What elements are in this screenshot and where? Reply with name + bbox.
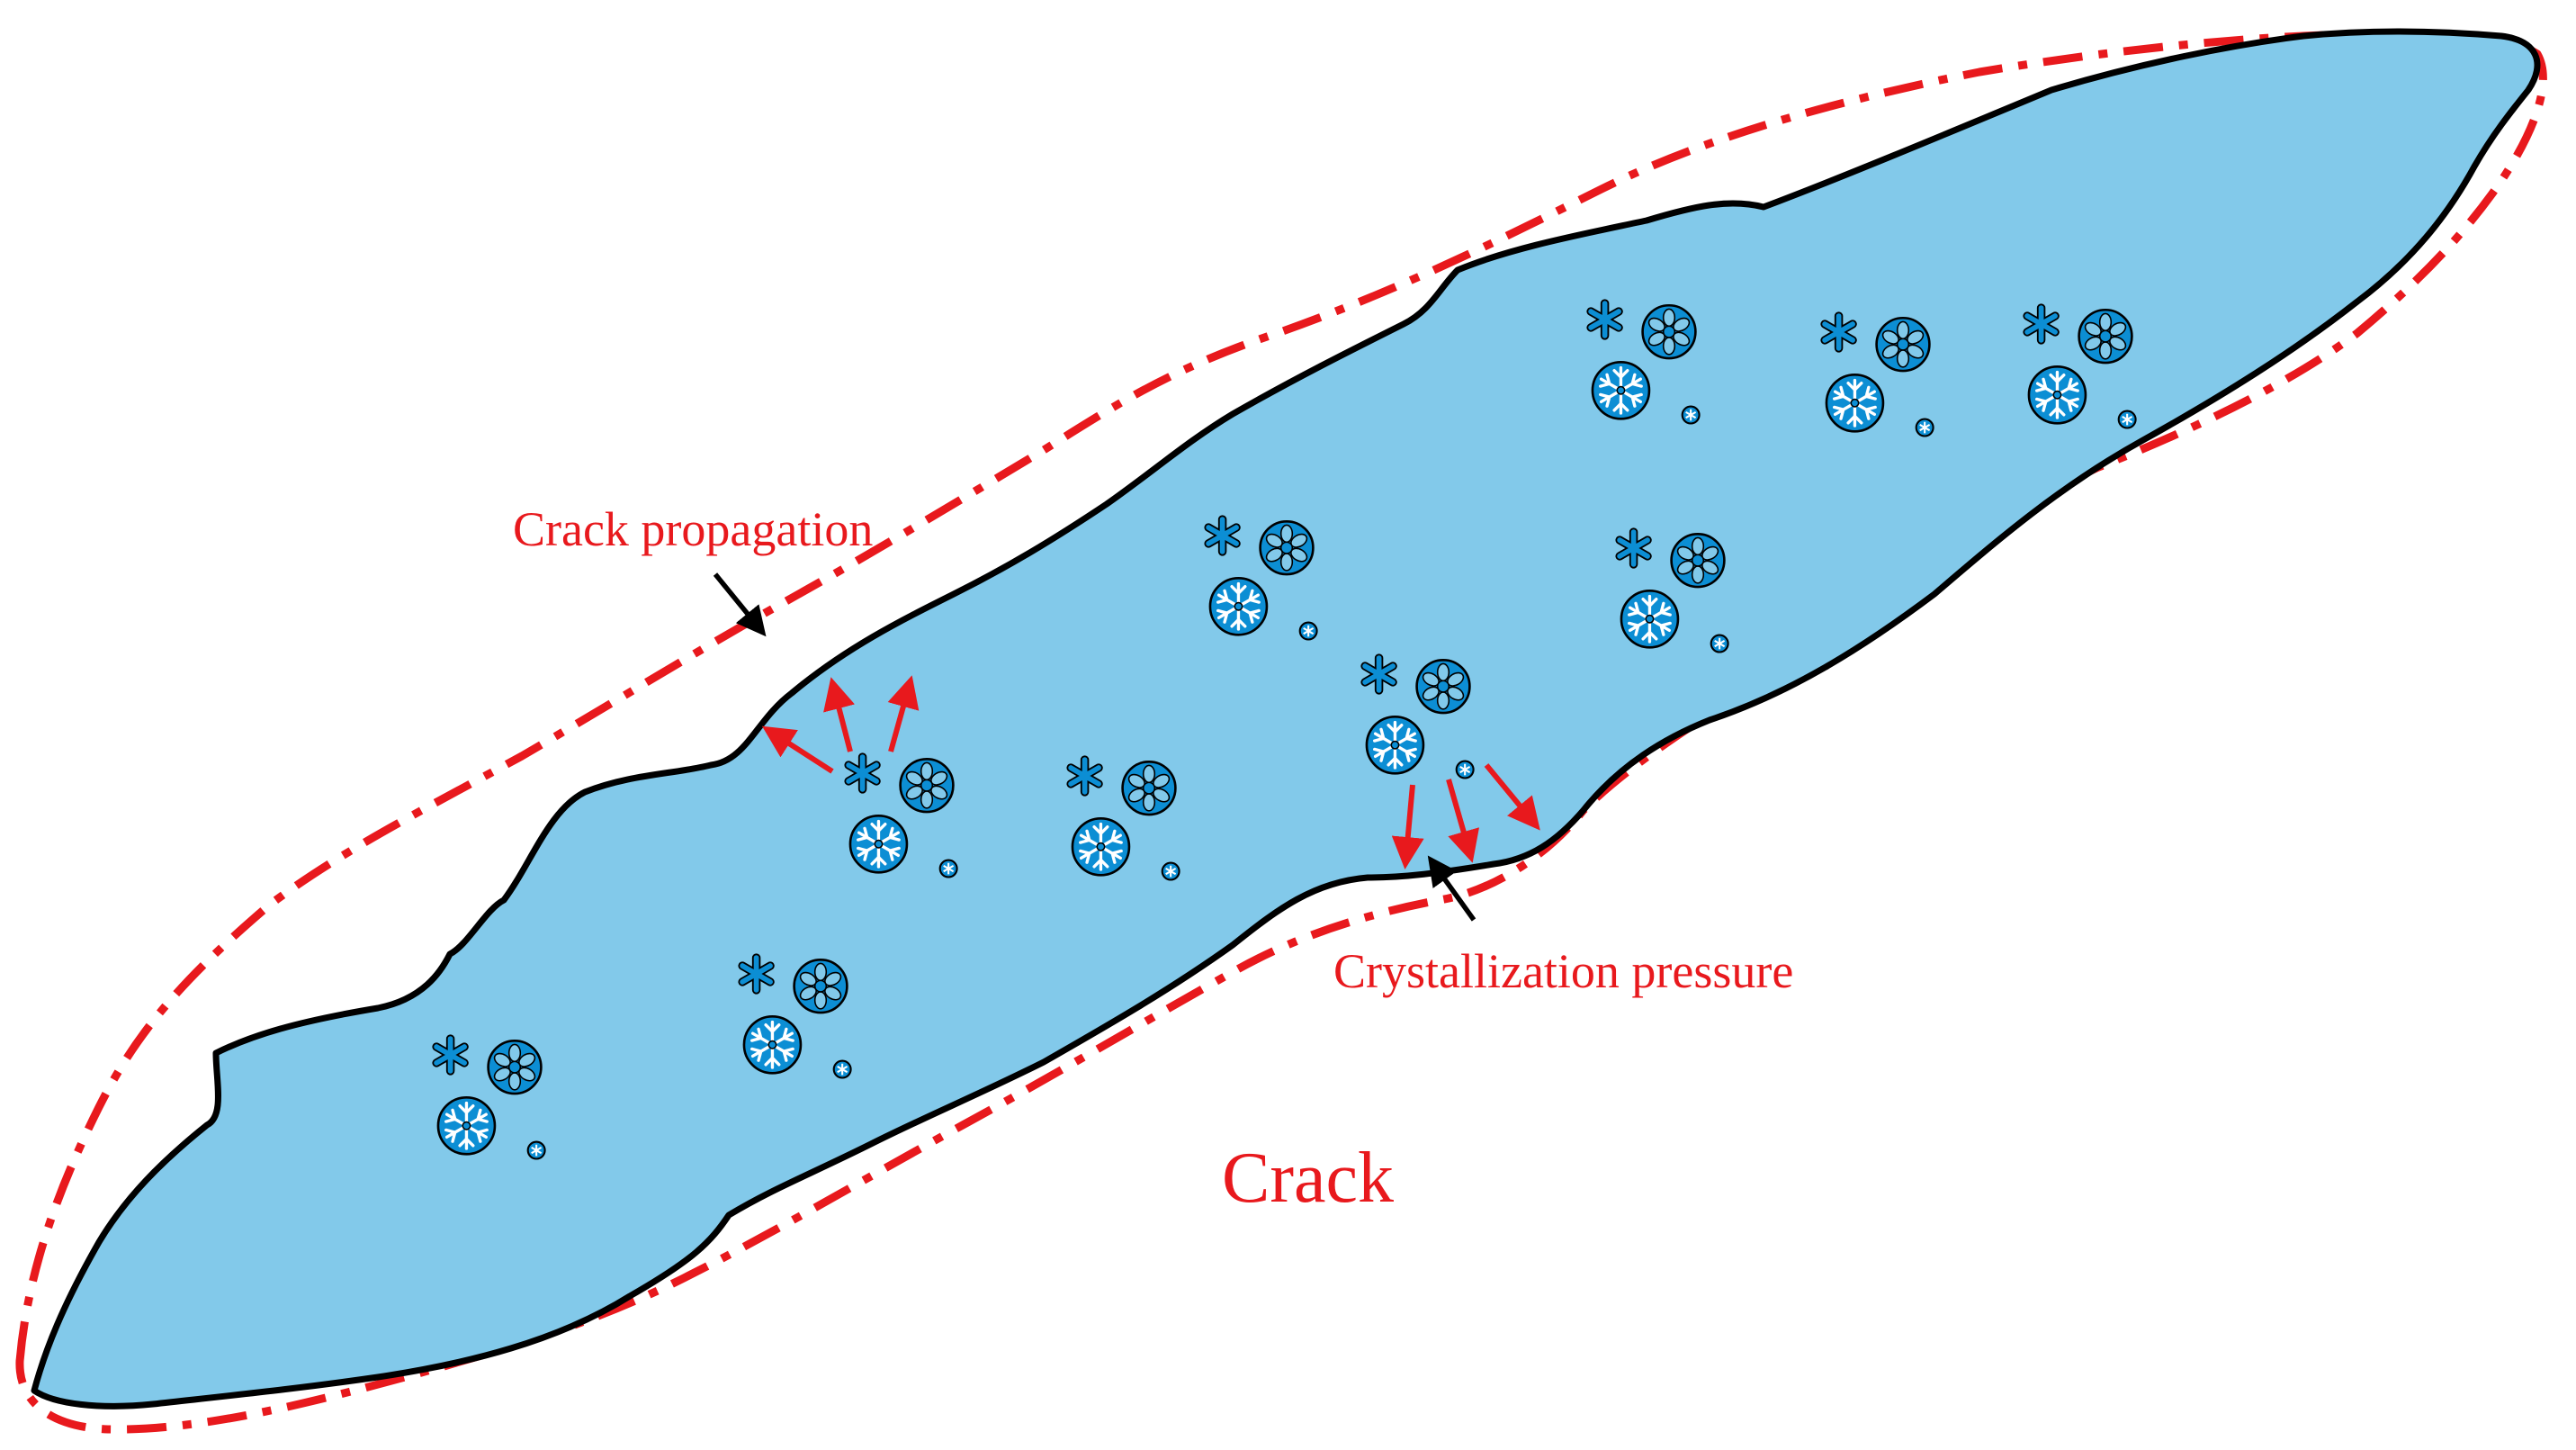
crystallization-pressure-label: Crystallization pressure (1333, 944, 1793, 998)
crack-label: Crack (1222, 1139, 1394, 1218)
propagation-pointer-arrow (713, 572, 767, 637)
crack-propagation-label: Crack propagation (513, 502, 873, 556)
pressure-arrow (761, 725, 834, 774)
pressure-pointer-arrow (1427, 855, 1476, 922)
pressure-arrow (1484, 763, 1540, 831)
pressure-arrow (1446, 779, 1480, 863)
pressure-arrow (887, 675, 920, 752)
crack-propagation-boundary (15, 30, 2547, 1434)
pressure-arrow (1391, 784, 1424, 869)
pressure-arrow (823, 677, 855, 752)
crack-body (31, 28, 2541, 1409)
